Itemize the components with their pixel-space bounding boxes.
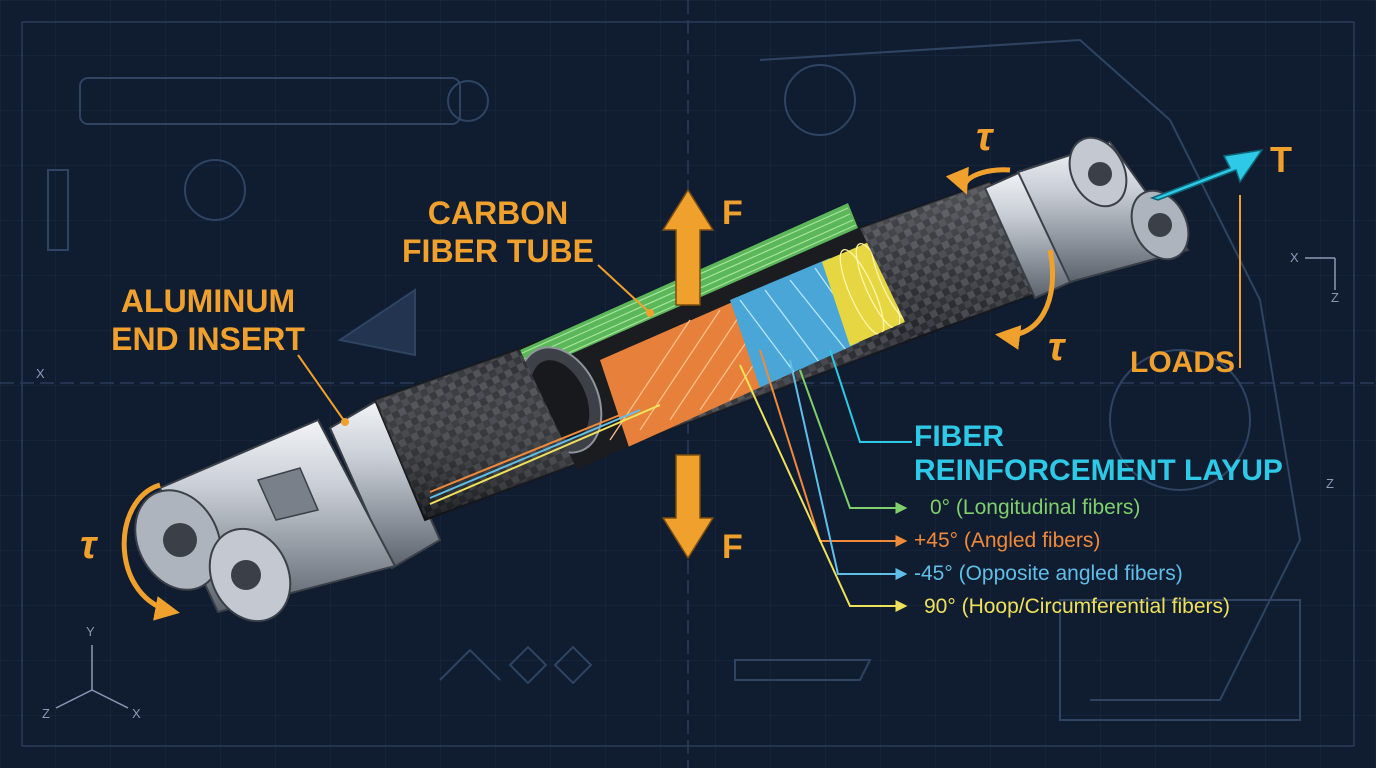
label-force-bottom: F [722, 528, 743, 566]
legend-0-deg: 0° (Longitudinal fibers) [930, 496, 1140, 519]
right-clevis-hole [1088, 162, 1112, 186]
background-sketch [47, 38, 1302, 721]
label-fiber: FIBER [914, 420, 1004, 453]
side-mark-z: Z [1326, 476, 1334, 491]
label-carbon: CARBON [428, 195, 568, 231]
label-tension: T [1270, 139, 1292, 180]
drive-shaft-assembly [134, 136, 1190, 623]
axis-label-x: X [132, 706, 141, 721]
label-torque-right-top: τ [976, 115, 995, 159]
axis-triad-right [1305, 257, 1336, 290]
axis-label-z: Z [42, 706, 50, 721]
torque-arc-left [121, 482, 180, 621]
torque-arc-right-bottom [995, 249, 1056, 350]
legend-plus45-deg: +45° (Angled fibers) [914, 529, 1100, 552]
legend-90-deg: 90° (Hoop/Circumferential fibers) [924, 595, 1230, 618]
label-aluminum: ALUMINUM [121, 283, 295, 319]
side-mark-x: X [36, 366, 45, 381]
label-force-top: F [722, 194, 743, 232]
label-torque-right-bottom: τ [1048, 325, 1067, 369]
tension-arrow [1149, 148, 1264, 201]
leader-lines [297, 264, 912, 612]
label-torque-left: τ [80, 523, 99, 567]
axis-label-right-z: Z [1331, 290, 1339, 305]
label-loads: LOADS [1130, 346, 1235, 379]
left-clevis-hole-lower [231, 560, 261, 590]
axis-label-right-x: X [1290, 250, 1299, 265]
legend-minus45-deg: -45° (Opposite angled fibers) [914, 562, 1183, 585]
right-clevis-hole-lower [1148, 213, 1172, 237]
label-reinforcement-layup: REINFORCEMENT LAYUP [914, 454, 1283, 487]
axis-triad-bottom-left [55, 645, 129, 709]
label-end-insert: END INSERT [111, 321, 305, 357]
left-insert-pocket [256, 467, 320, 521]
load-arrows [121, 148, 1264, 621]
label-fiber-tube: FIBER TUBE [402, 233, 594, 269]
left-clevis-hole [163, 523, 197, 557]
fiber-trace-lines [429, 404, 661, 505]
torque-arc-right-top [945, 166, 1011, 195]
axis-label-y: Y [86, 624, 95, 639]
force-arrow-down [661, 454, 715, 560]
force-arrow-up [661, 188, 715, 306]
